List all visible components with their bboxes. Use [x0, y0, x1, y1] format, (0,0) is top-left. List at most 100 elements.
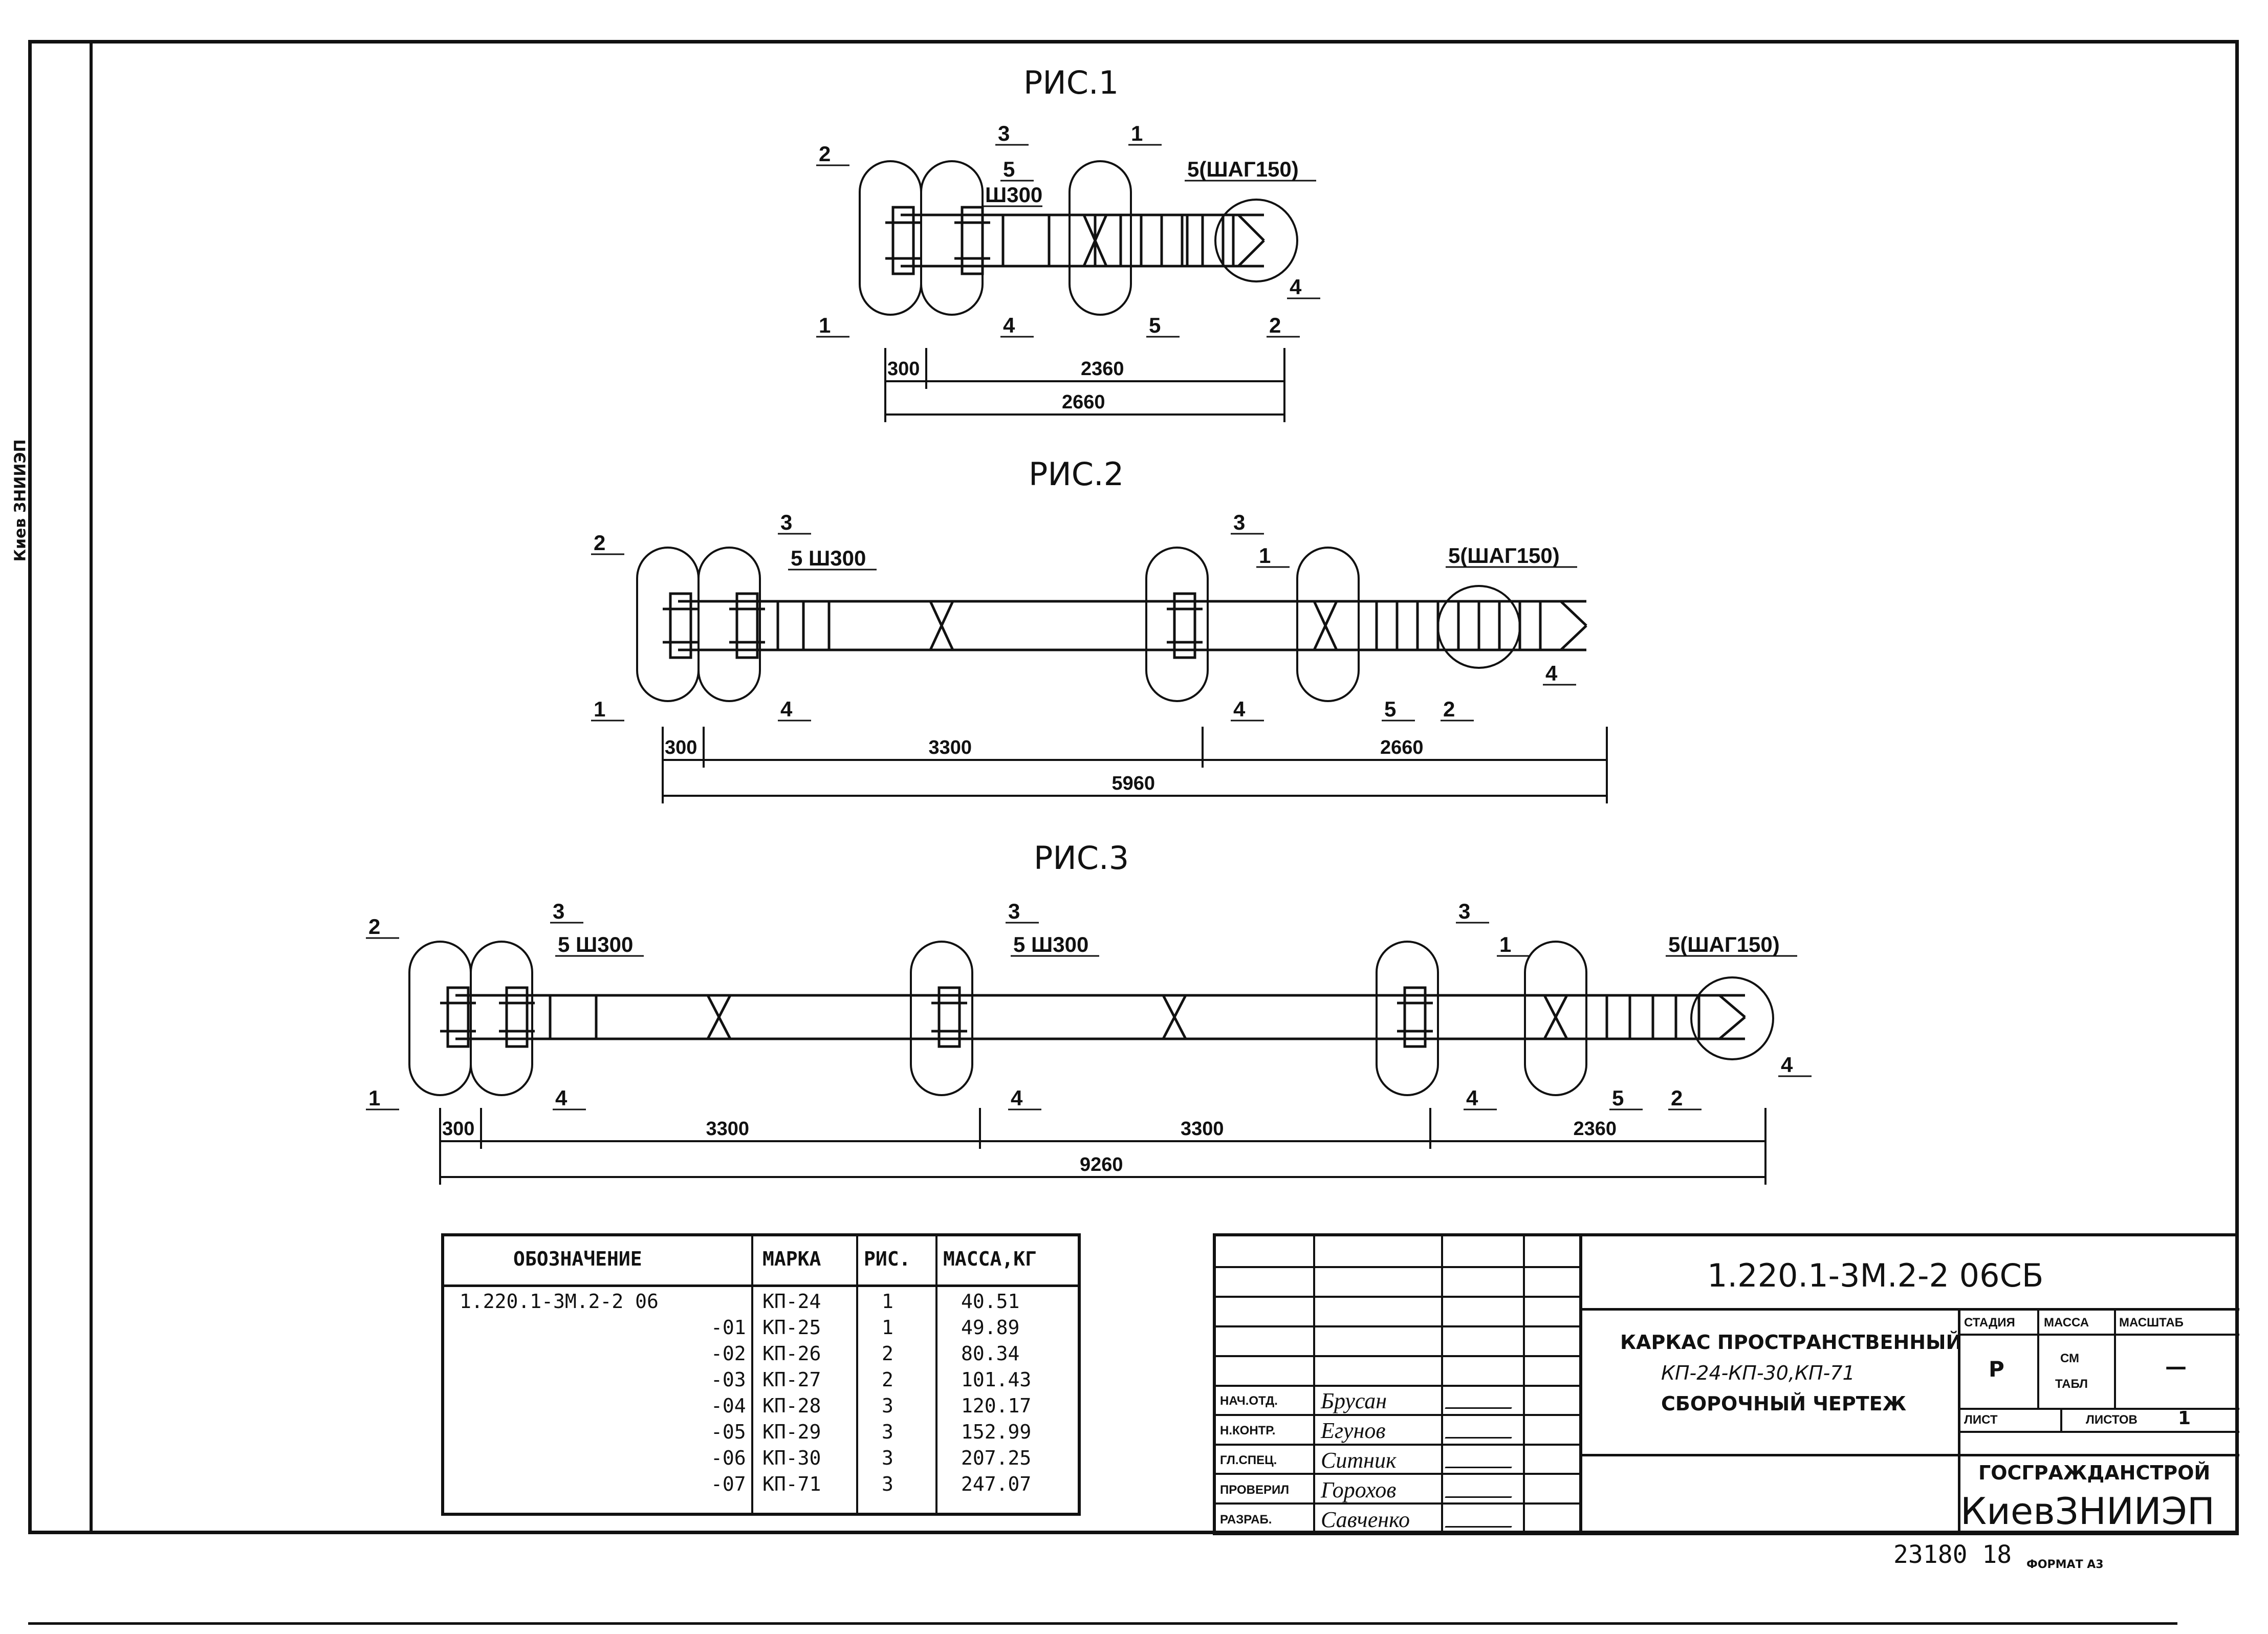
spec-mark: КП-26	[762, 1342, 821, 1365]
bracket-assembly	[891, 206, 915, 275]
title-name-line-1: КАРКАС ПРОСТРАНСТВЕННЫЙ	[1620, 1331, 1962, 1354]
tb-grid-line	[1958, 1431, 2239, 1433]
spec-designation: -01	[711, 1316, 746, 1339]
spec-col-divider	[935, 1236, 937, 1513]
title-name-line-3: СБОРОЧНЫЙ ЧЕРТЕЖ	[1661, 1392, 1907, 1415]
spec-mass: 152.99	[961, 1421, 1032, 1443]
callout-label: 5 Ш300	[791, 546, 866, 570]
bracket-assembly	[961, 206, 984, 275]
tb-grid-line	[1216, 1325, 1580, 1327]
dimension-label: 300	[442, 1118, 474, 1140]
detail-loop	[1145, 547, 1209, 702]
tb-grid-line	[1216, 1266, 1580, 1268]
callout-label: 4	[1466, 1086, 1478, 1110]
dimension-label: 2360	[1574, 1118, 1617, 1140]
callout-label: 5	[1384, 697, 1396, 721]
mass-value-line-2: ТАБЛ	[2055, 1377, 2088, 1391]
spec-mark: КП-28	[762, 1395, 821, 1417]
callout-label: 1	[819, 313, 831, 337]
signer-role: РАЗРАБ.	[1220, 1513, 1272, 1527]
spec-designation: -02	[711, 1342, 746, 1365]
tb-grid-line	[1216, 1414, 1580, 1416]
figure-1-title: РИС.1	[1023, 64, 1119, 101]
spec-designation: 1.220.1-3М.2-2 06	[460, 1290, 659, 1313]
callout-label: 4	[555, 1086, 568, 1110]
organization-institute: КиевЗНИИЭП	[1960, 1490, 2215, 1533]
spec-designation: -06	[711, 1447, 746, 1469]
cross-brace	[1543, 994, 1568, 1040]
scale-value: —	[2165, 1354, 2187, 1379]
spec-mass: 207.25	[961, 1447, 1032, 1469]
format-label: ФОРМАТ А3	[2026, 1558, 2104, 1571]
tb-grid-line	[2114, 1308, 2116, 1408]
spec-header-row	[444, 1236, 1078, 1287]
dimension-label: 300	[665, 737, 697, 758]
signature-mark	[1445, 1511, 1519, 1528]
spec-mark: КП-25	[762, 1316, 821, 1339]
spec-mass: 49.89	[961, 1316, 1020, 1339]
spec-designation: -05	[711, 1421, 746, 1443]
bottom-trim-line	[28, 1622, 2177, 1625]
spec-mark: КП-29	[762, 1421, 821, 1443]
callout-label: 2	[1269, 313, 1281, 337]
cross-brace	[706, 994, 732, 1040]
tb-grid-line	[1579, 1236, 1582, 1533]
detail-loop	[1296, 547, 1360, 702]
callout-label: 3	[998, 121, 1010, 145]
tb-grid-line	[1579, 1308, 2239, 1311]
mass-value-line-1: СМ	[2060, 1352, 2080, 1365]
tb-grid-line	[1216, 1296, 1580, 1298]
callout-label: 3	[553, 899, 564, 923]
callout-label: 4	[1011, 1086, 1023, 1110]
callout-label: 4	[1290, 275, 1302, 299]
bracket-assembly	[1173, 592, 1196, 659]
signature-mark	[1445, 1422, 1519, 1439]
spec-fig: 3	[882, 1447, 893, 1469]
bracket-assembly	[937, 986, 961, 1048]
callout-label: 4	[1233, 697, 1246, 721]
signer-name: Егунов	[1321, 1418, 1386, 1443]
signer-name: Ситник	[1321, 1448, 1397, 1473]
detail-loop	[1376, 941, 1439, 1096]
drawing-frame	[28, 40, 2239, 1534]
spec-mass: 101.43	[961, 1368, 1032, 1391]
spec-fig: 1	[882, 1316, 893, 1339]
tb-grid-line	[1579, 1454, 2239, 1456]
detail-circle	[1214, 199, 1298, 282]
binding-margin-line	[90, 40, 2242, 1534]
figure-3-title: РИС.3	[1034, 839, 1129, 877]
spec-header-mark: МАРКА	[762, 1248, 821, 1270]
detail-loop	[1068, 160, 1132, 316]
spec-designation: -03	[711, 1368, 746, 1391]
signer-role: Н.КОНТР.	[1220, 1424, 1276, 1437]
document-code: 1.220.1-3М.2-2 06СБ	[1707, 1257, 2044, 1294]
tb-grid-line	[2037, 1308, 2039, 1408]
tb-grid-line	[1216, 1502, 1580, 1505]
spec-header-designation: ОБОЗНАЧЕНИЕ	[513, 1248, 642, 1270]
rail-end-line	[1237, 239, 1265, 267]
spec-mark: КП-24	[762, 1290, 821, 1313]
bracket-assembly	[1403, 986, 1427, 1048]
figure-2-title: РИС.2	[1029, 455, 1124, 493]
bracket-assembly	[505, 986, 529, 1048]
sheets-value: 1	[2178, 1408, 2191, 1429]
dimension-label: 3300	[1181, 1118, 1224, 1140]
organization-name: ГОСГРАЖДАНСТРОЙ	[1978, 1462, 2211, 1484]
tb-grid-line	[1958, 1408, 2239, 1410]
bracket-assembly	[735, 592, 759, 659]
bracket-assembly	[669, 592, 692, 659]
spec-fig: 3	[882, 1473, 893, 1495]
rail-end-line	[1718, 1016, 1746, 1040]
signer-role: ПРОВЕРИЛ	[1220, 1483, 1290, 1497]
spec-mass: 40.51	[961, 1290, 1020, 1313]
bracket-assembly	[446, 986, 470, 1048]
detail-circle	[1690, 976, 1774, 1060]
spec-mass: 247.07	[961, 1473, 1032, 1495]
